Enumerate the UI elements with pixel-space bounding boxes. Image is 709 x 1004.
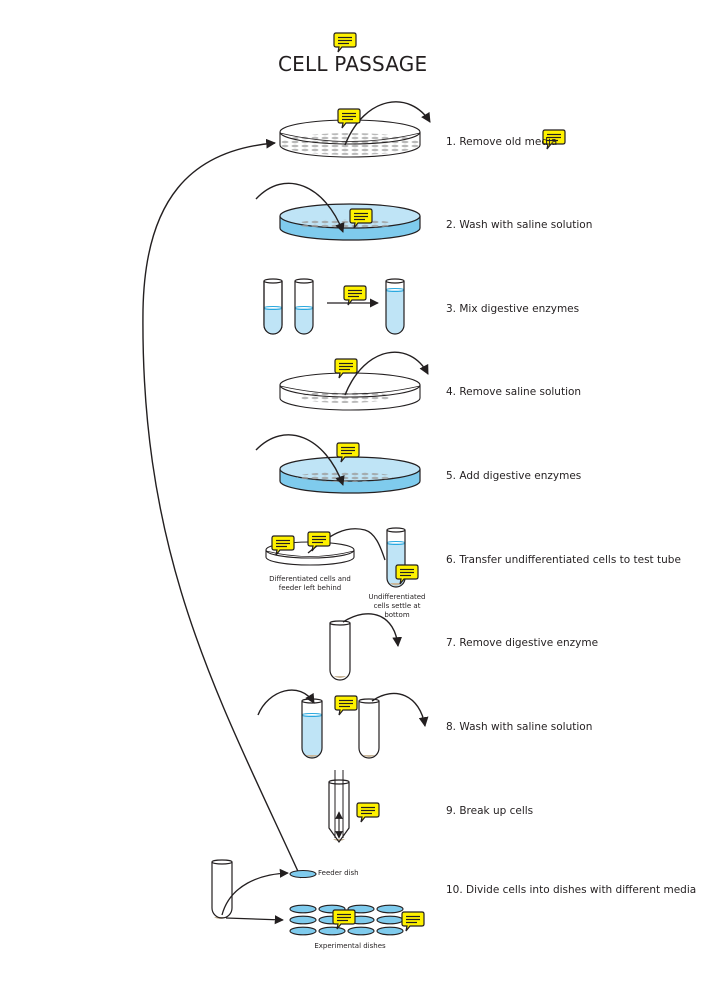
comment-icon[interactable] [337,108,361,129]
step-3-tube-2 [294,278,314,335]
step-8-add-arrow [257,689,315,716]
cycle-return-arrow [142,138,302,879]
experimental-dish [376,926,404,936]
step-10-tube [211,859,233,919]
step-5-dish [279,456,421,494]
step-6-label: 6. Transfer undifferentiated cells to te… [446,554,681,566]
comment-icon[interactable] [334,695,358,716]
comment-icon[interactable] [307,531,331,552]
experimental-dish [289,904,317,914]
comment-icon[interactable] [401,911,425,932]
step-8-tube-with-saline [301,698,323,759]
comment-icon[interactable] [332,909,356,930]
experimental-dish [376,915,404,925]
step-3-label: 3. Mix digestive enzymes [446,303,580,315]
comment-icon[interactable] [356,802,380,823]
step-10-experimental-arrow [225,915,284,925]
caption-undifferentiated: Undifferentiated cells settle at bottom [368,593,426,619]
page-title: CELL PASSAGE [278,52,428,76]
step-4-label: 4. Remove saline solution [446,386,582,398]
step-10-label: 10. Divide cells into dishes with differ… [446,884,697,896]
experimental-dish [376,904,404,914]
step-2-label: 2. Wash with saline solution [446,219,593,231]
step-5-add-arrow [255,434,345,486]
step-8-empty-tube [358,698,380,759]
step-2-add-arrow [255,182,345,233]
step-1-label: 1. Remove old media [446,136,558,148]
comment-icon[interactable] [271,535,295,556]
step-2-dish [279,203,421,241]
step-9-tube-with-pipette [328,770,350,844]
step-7-label: 7. Remove digestive enzyme [446,637,599,649]
experimental-dish [289,926,317,936]
step-8-remove-arrow [371,692,429,727]
step-1-remove-arrow [344,101,431,146]
step-8-label: 8. Wash with saline solution [446,721,593,733]
step-4-remove-arrow [344,351,429,396]
step-3-tube-1 [263,278,283,335]
comment-icon[interactable] [343,285,367,306]
step-10-feeder-arrow [221,868,289,916]
step-1-dish [279,119,421,158]
step-4-dish [279,372,421,411]
experimental-dish [289,915,317,925]
experimental-dish [347,926,375,936]
caption-feeder-dish: Feeder dish [318,869,359,877]
step-5-label: 5. Add digestive enzymes [446,470,582,482]
caption-differentiated: Differentiated cells and feeder left beh… [269,575,351,592]
caption-experimental-dishes: Experimental dishes [314,942,386,950]
comment-icon[interactable] [334,358,358,379]
comment-icon[interactable] [333,32,357,53]
step-3-mixed-tube [385,278,405,335]
step-7-tube [329,620,351,681]
feeder-dish [289,869,317,879]
step-7-remove-arrow [342,613,403,647]
step-9-label: 9. Break up cells [446,805,534,817]
experimental-dish [318,926,346,936]
